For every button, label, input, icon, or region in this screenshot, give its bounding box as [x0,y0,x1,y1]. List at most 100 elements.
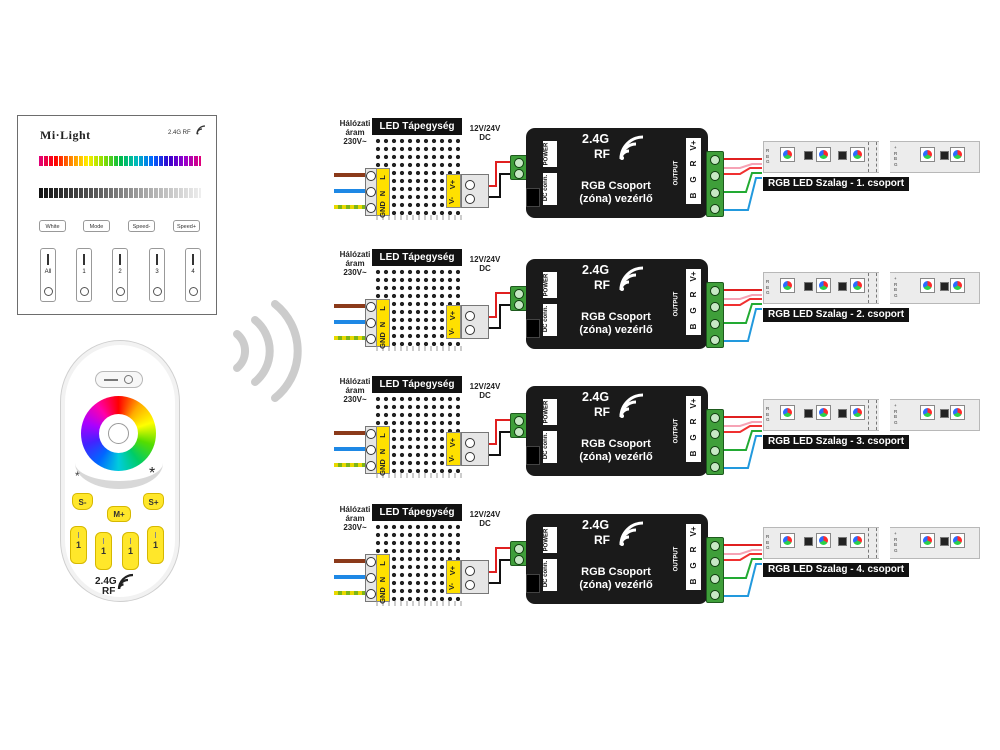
dc-voltage-label: 12V/24V DC [469,382,501,400]
brightness-slider[interactable] [75,461,163,489]
output-label: OUTPUT [673,418,680,444]
led-chip [950,405,965,420]
controller-rf-label: RF [594,533,610,547]
remote-signal-icon [117,573,134,590]
zone-2-button[interactable]: 2 [112,248,128,302]
wiring-diagram [334,289,762,342]
mode-button[interactable]: Mode [83,220,110,232]
cut-line [868,400,877,430]
blue-channel-wire [723,177,762,211]
pad-g: G [894,161,898,167]
zone-3-button[interactable]: 3 [149,248,165,302]
psu-output-labels: V+ V- [446,560,461,594]
led-chip [950,533,965,548]
pin-vminus-label: V- [447,327,457,336]
speed-minus-button[interactable]: Speed- [128,220,155,232]
pad-b: B [766,539,770,545]
controller-name: RGB Csoport (zóna) vezérlő [579,180,653,205]
pad-r: R [766,534,770,539]
led-chip [780,405,795,420]
pin-GND-label: GND [377,201,387,218]
color-touch-strip[interactable] [39,156,201,166]
pad-g: G [766,290,770,295]
rgb-zone-controller: 2.4G RF RGB Csoport (zóna) vezérlő POWER… [526,514,708,604]
output-pin-labels: V+ R G B [686,138,701,204]
pad-b: B [894,542,898,547]
zone-all-button[interactable]: All [40,248,56,302]
out-pin-g: G [689,434,698,441]
controller-rf-label: RF [594,405,610,419]
led-chip [780,278,795,293]
wiring-group-row-3: Hálózati áram 230V~ LED Tápegység [0,376,1000,502]
led-chip [920,278,935,293]
out-pin-g: G [689,562,698,569]
wifi-signal-icon [619,393,644,418]
resistor [804,537,813,546]
wall-panel-controller: Mi·Light 2.4G RF White Mode Speed- Speed… [17,115,217,315]
remote-zone-3-button[interactable]: 1 [122,532,139,570]
controller-rf-label: RF [594,147,610,161]
pad-b: B [766,153,770,159]
zone-label: 1 [82,269,86,275]
green-channel-wire [723,430,762,451]
wiring-diagram [334,416,762,469]
speed-plus-button[interactable]: Speed+ [173,220,200,232]
pin-GND-label: GND [377,587,387,604]
remote-zone-4-button[interactable]: 1 [147,526,164,564]
vplus-pink-wire [723,421,762,427]
remote-zone-2-button[interactable]: 1 [95,532,112,570]
panel-rf-label: 2.4G RF [168,130,191,136]
dc-voltage-label: 12V/24V DC [469,124,501,142]
pad-r: R [766,148,770,153]
zone-4-button[interactable]: 4 [185,248,201,302]
led-chip [850,278,865,293]
brightness-touch-strip[interactable] [39,188,201,198]
power-toggle-button[interactable] [95,371,143,388]
zone-label: 2 [118,269,122,275]
out-pin-vplus: V+ [689,526,698,537]
power-label: POWER [543,400,550,424]
led-chip [850,533,865,548]
panel-brand-logo: Mi·Light [40,128,91,142]
dc-conn-label: DC conn. [543,432,550,460]
speed-plus-button[interactable]: S+ [143,493,164,510]
wheel-center-button[interactable] [108,423,129,444]
zone-1-button[interactable]: 1 [76,248,92,302]
led-strip-label: RGB LED Szalag - 4. csoport [763,563,910,577]
psu-title: LED Tápegység [372,504,462,521]
pin-vminus-label: V- [447,454,457,463]
zone-label: 1 [152,540,158,550]
speed-minus-button[interactable]: S- [72,493,93,510]
resistor [804,282,813,291]
green-channel-wire [723,558,762,579]
pad-g: G [894,419,898,425]
red-channel-wire [723,425,762,433]
power-label-box: POWER [543,272,557,298]
out-pin-vplus: V+ [689,140,698,151]
white-button[interactable]: White [39,220,66,232]
remote-zone-1-button[interactable]: 1 [70,526,87,564]
strip-break [879,526,890,562]
cut-line [868,528,877,558]
pad-b: B [894,156,898,161]
radio-waves-icon [233,300,302,402]
red-channel-wire [723,553,762,561]
psu-title: LED Tápegység [372,376,462,393]
dc-positive-wire [489,419,514,445]
pad-b: B [766,411,770,417]
mode-plus-button[interactable]: M+ [107,506,131,522]
led-strip-label: RGB LED Szalag - 1. csoport [763,177,910,191]
led-chip [920,147,935,162]
led-chip [850,405,865,420]
color-wheel[interactable] [81,396,156,471]
dc-conn-label: DC conn. [543,305,550,333]
led-strip-label: RGB LED Szalag - 2. csoport [763,308,910,322]
